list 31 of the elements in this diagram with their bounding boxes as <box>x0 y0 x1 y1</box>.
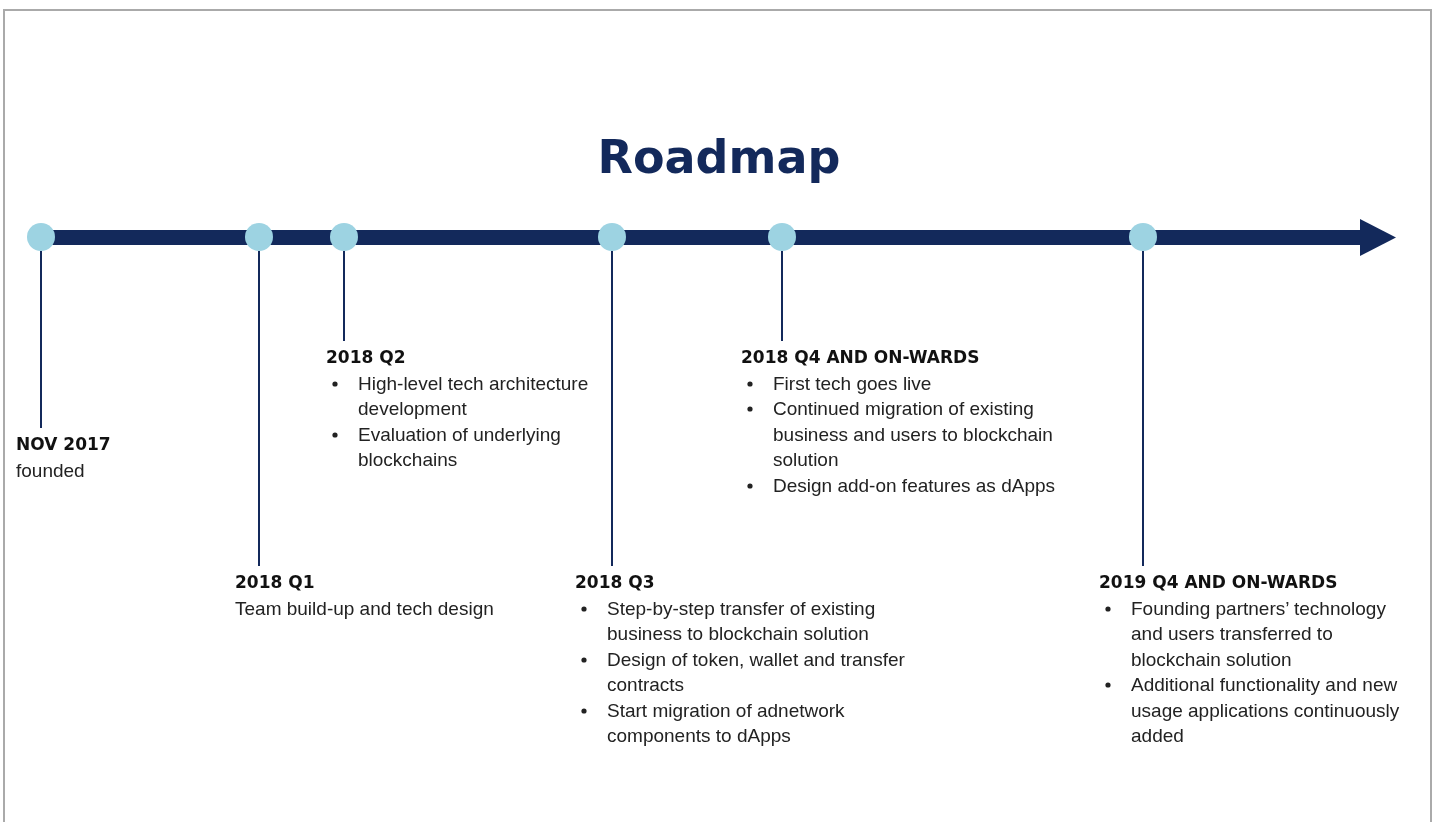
bullet-item: Step-by-step transfer of existing business to blockchain solution <box>607 597 876 644</box>
title: Roadmap <box>596 130 842 184</box>
bullet-item: High-level tech architecture development <box>358 372 589 419</box>
leader-line <box>611 250 613 567</box>
milestone-dot <box>27 223 55 251</box>
bullet-item: Start migration of adnetwork components to dApps <box>607 699 845 746</box>
bullet-item: Additional functionality and new usage applications continuously added <box>1131 674 1400 746</box>
leader-line <box>343 250 345 342</box>
bullet-item: First tech goes live <box>773 372 932 394</box>
bullet-item: Evaluation of underlying blockchains <box>358 423 561 470</box>
milestone-dot <box>768 223 796 251</box>
milestone-text: founded <box>16 458 86 483</box>
leader-line <box>40 250 42 429</box>
milestone-dot <box>245 223 273 251</box>
milestone-heading: 2018 Q3 <box>575 571 656 594</box>
milestone-dot <box>330 223 358 251</box>
bullet-item: Design of token, wallet and transfer contracts <box>607 648 905 695</box>
bullet-item: Design add-on features as dApps <box>773 474 1055 496</box>
bullet-item: Continued migration of existing business and users to blockchain solution <box>773 398 1053 470</box>
milestone-heading: 2018 Q4 AND ON-WARDS <box>741 346 981 369</box>
leader-line <box>258 250 260 567</box>
milestone-heading: 2018 Q2 <box>326 346 407 369</box>
milestone-text: Team build-up and tech design <box>235 596 495 621</box>
bullet-item: Founding partners’ technology and users transferred to blockchain solution <box>1131 597 1386 670</box>
milestone-heading: 2018 Q1 <box>235 571 316 594</box>
milestone-heading: 2019 Q4 AND ON-WARDS <box>1099 571 1339 594</box>
leader-line <box>781 250 783 342</box>
leader-line <box>1142 250 1144 567</box>
milestone-dot <box>598 223 626 251</box>
milestone-heading: NOV 2017 <box>16 433 112 456</box>
milestone-dot <box>1129 223 1157 251</box>
